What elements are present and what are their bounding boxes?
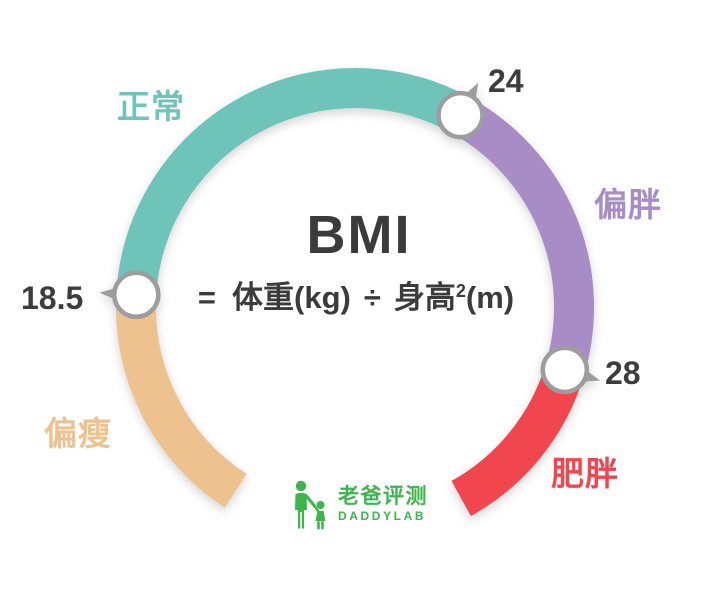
formula-unit: (m) (465, 280, 515, 315)
ring-segment-obese (451, 363, 584, 516)
formula-weight: 体重(kg) (232, 280, 351, 315)
formula-height: 身高 (393, 280, 456, 315)
formula-superscript-2: 2 (455, 281, 466, 301)
segment-label-underweight: 偏瘦 (44, 415, 112, 452)
daddylab-logo: 老爸评测 DADDYLAB (289, 480, 428, 537)
marker-circle-18-5 (112, 270, 161, 320)
daddylab-figures-icon (289, 480, 333, 537)
logo-name-chinese: 老爸评测 (338, 485, 428, 508)
formula-divide-sign: ÷ (363, 280, 381, 315)
segment-label-obese: 肥胖 (551, 455, 619, 492)
formula-equals: = (197, 280, 217, 315)
marker-circle-28 (540, 345, 590, 395)
threshold-value-24: 24 (488, 63, 524, 99)
ring-segment-normal (116, 67, 471, 297)
bmi-formula: = 体重(kg) ÷ 身高2(m) (197, 280, 515, 315)
marker-circle-24 (436, 90, 485, 140)
ring-segment-underweight (115, 293, 247, 508)
threshold-value-18-5: 18.5 (21, 280, 84, 316)
segment-label-overweight: 偏胖 (594, 186, 662, 223)
ring-segment-overweight (450, 97, 594, 376)
bmi-title: BMI (306, 205, 412, 265)
logo-name-english: DADDYLAB (338, 509, 427, 524)
threshold-value-28: 28 (605, 355, 641, 391)
daddylab-logo-text: 老爸评测 DADDYLAB (338, 485, 428, 524)
segment-label-normal: 正常 (117, 88, 185, 125)
